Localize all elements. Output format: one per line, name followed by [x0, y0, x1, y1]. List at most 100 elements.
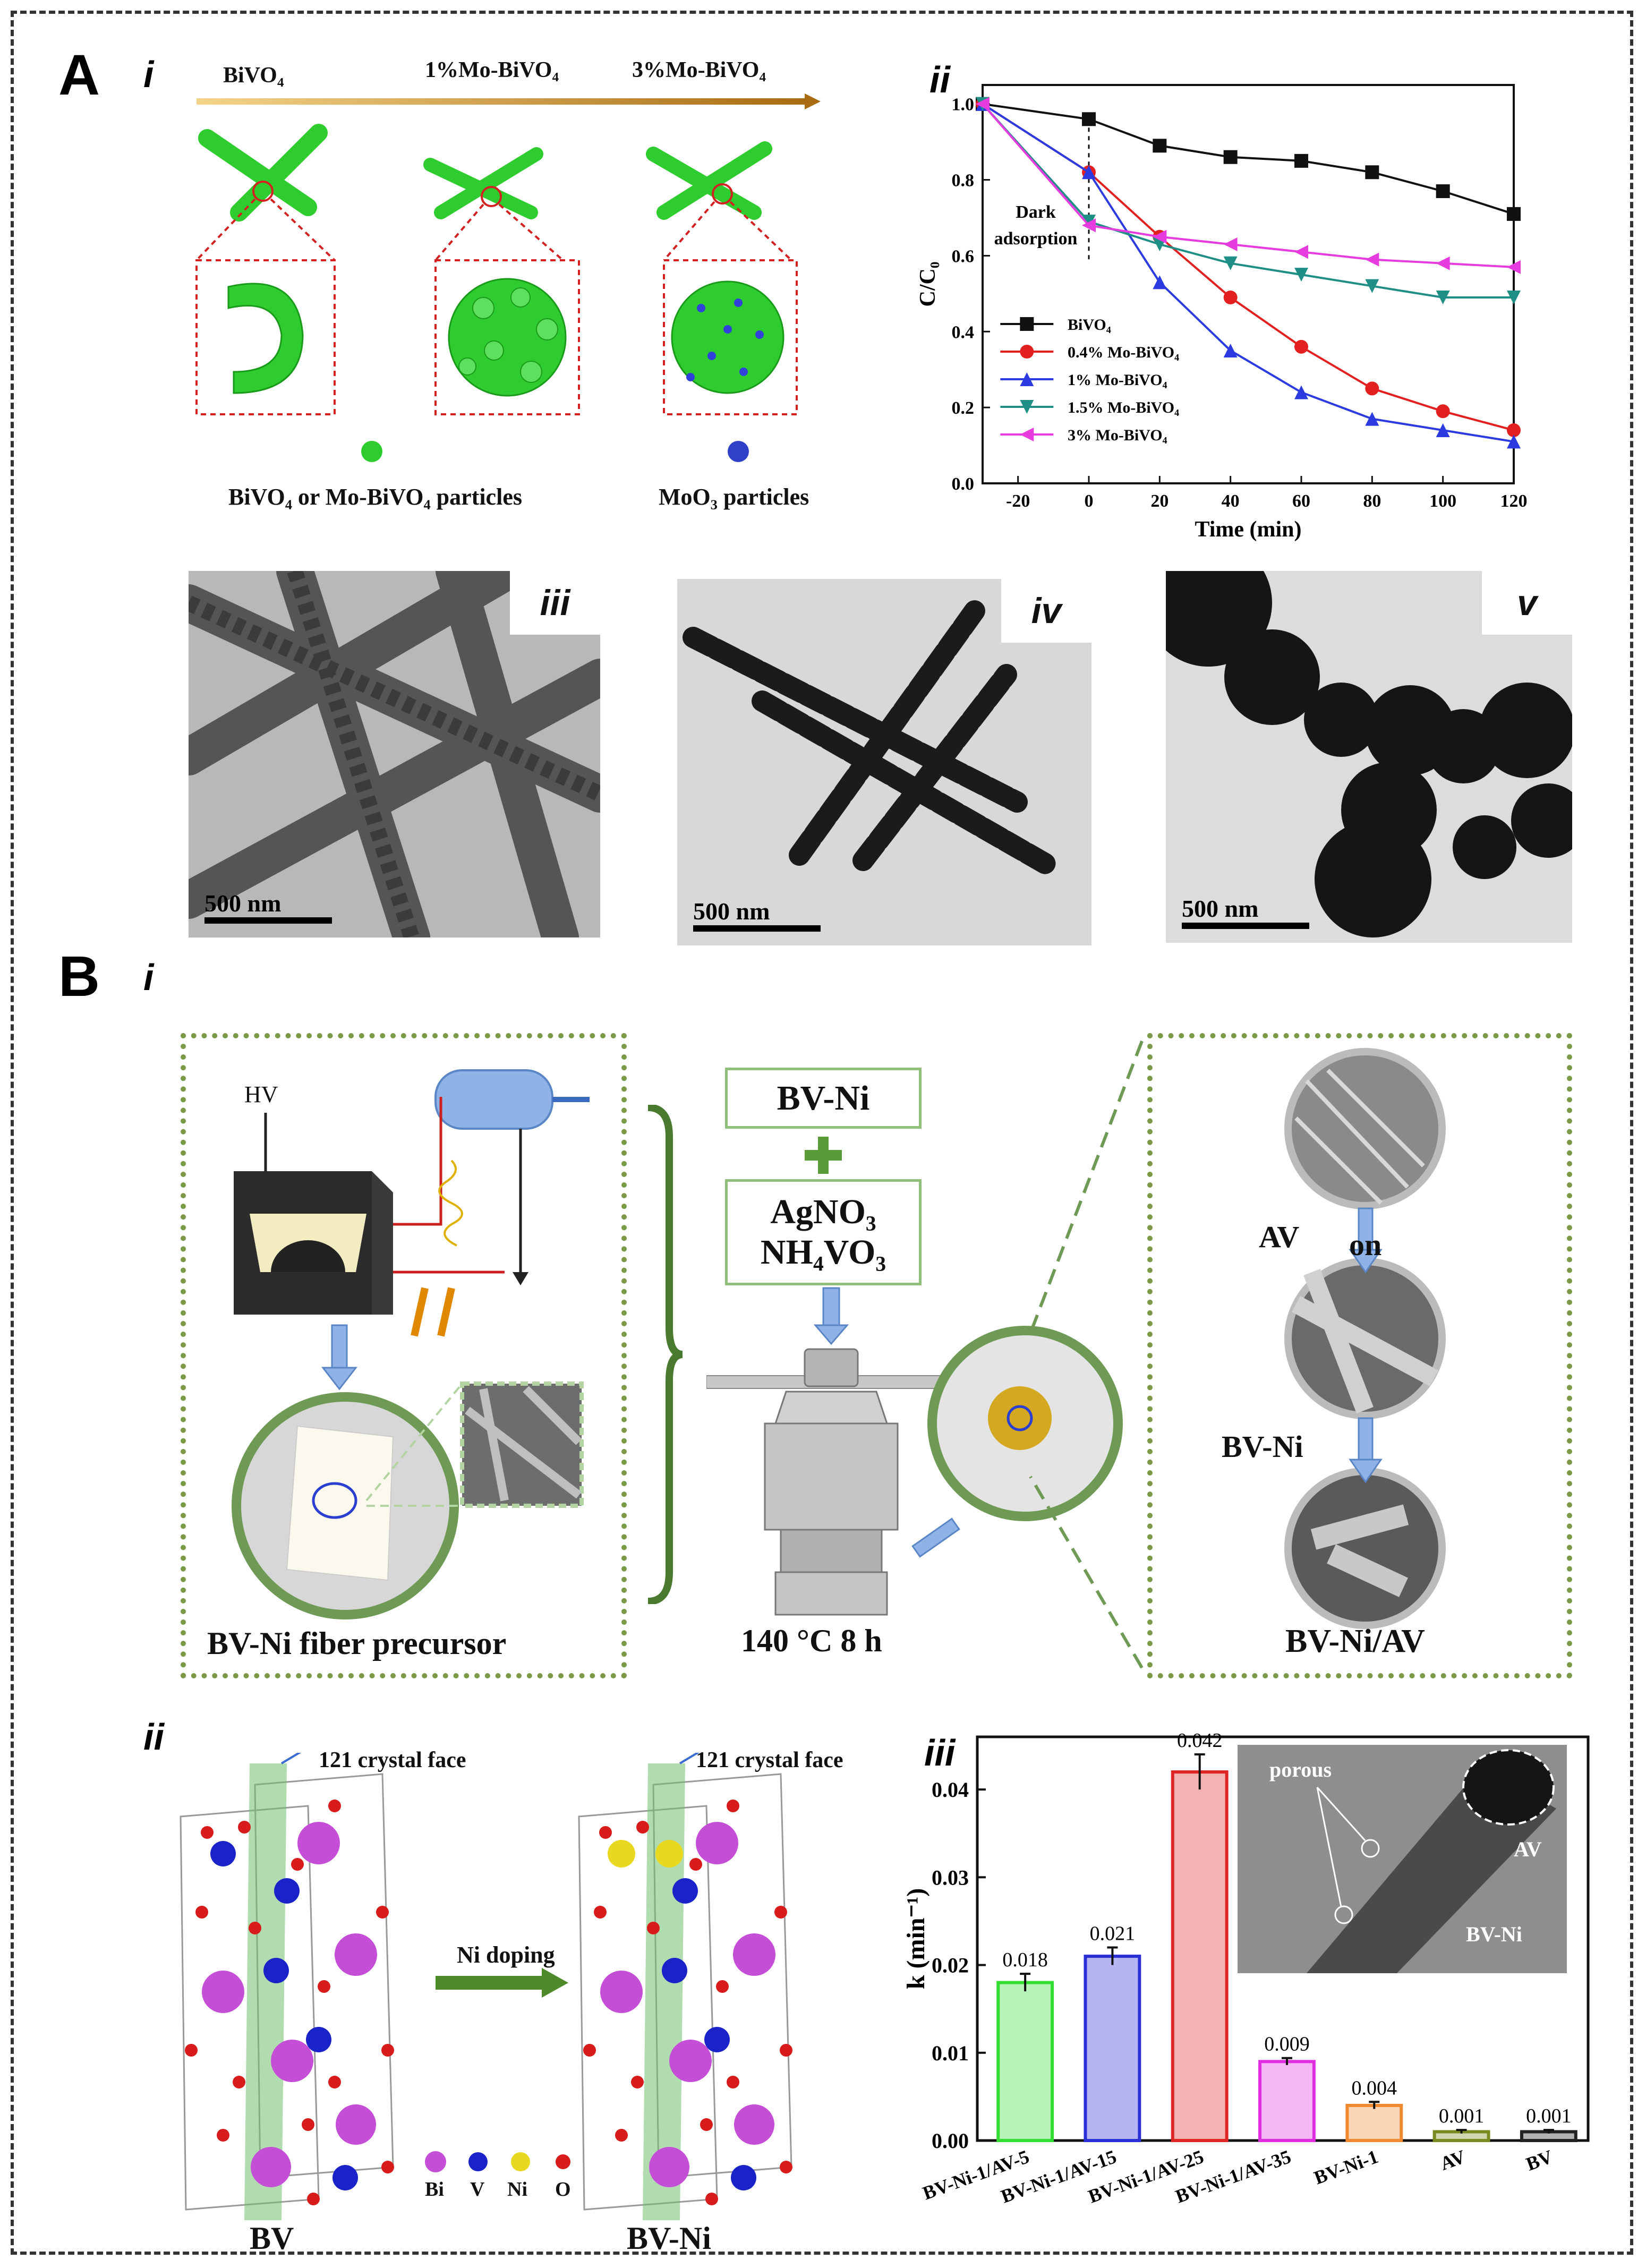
bv-ni-box-text: BV-Ni: [777, 1078, 870, 1118]
data-point: [1294, 268, 1308, 282]
data-point: [1082, 165, 1096, 180]
value-label: 0.009: [1264, 2033, 1310, 2056]
legend-entry: BiVO₄: [1068, 316, 1111, 334]
series-2: 1% Mo-BiVO₄: [976, 97, 1521, 449]
reagent-agno3: AgNO₃: [770, 1192, 876, 1231]
bv-ni-right-label: BV-Ni: [1222, 1429, 1303, 1464]
inset-av-core: [1462, 1749, 1555, 1826]
series-line: [982, 103, 1514, 299]
ni-doping-label: Ni doping: [457, 1942, 555, 1968]
bv-atoms: [185, 1800, 394, 2205]
y-tick-label: 0.00: [932, 2129, 969, 2153]
tem-iii-label: iii: [510, 571, 600, 635]
value-label: 0.018: [1002, 1949, 1048, 1971]
scale-bar-iv: 500 nm: [693, 897, 821, 932]
legend-ni: Ni: [507, 2178, 527, 2201]
fiber-cross-1: [198, 124, 328, 221]
bracket: [647, 1105, 683, 1604]
bar-chart: 0.000.010.020.030.04k (min⁻¹)0.018BV-Ni-…: [902, 1729, 1590, 2207]
bv-ni-atoms: [583, 1800, 792, 2205]
data-point: [1365, 165, 1379, 180]
tem-image-iii: iii 500 nm: [189, 571, 600, 937]
crystal-structures: [180, 1753, 792, 2220]
y-tick-label: 0.01: [932, 2041, 969, 2065]
arrow-label-1mo: 1%Mo-BiVO₄: [425, 58, 559, 82]
data-point: [1507, 207, 1521, 221]
legend-blue-sphere: [728, 441, 749, 462]
face-label-right: 121 crystal face: [696, 1748, 843, 1772]
y-tick-label: 0.02: [932, 1954, 969, 1977]
y-axis-label: C/C₀: [916, 262, 940, 307]
bv-ni-box: BV-Ni: [725, 1068, 922, 1129]
value-label: 0.001: [1439, 2105, 1485, 2127]
x-tick-label: 0: [1085, 491, 1094, 511]
data-point: [1507, 423, 1521, 437]
arrow-label-3mo: 3%Mo-BiVO₄: [632, 58, 766, 82]
x-tick-label: 40: [1222, 491, 1240, 511]
data-point: [1365, 381, 1379, 396]
series-1: 0.4% Mo-BiVO₄: [976, 97, 1521, 437]
series-4: 3% Mo-BiVO₄: [976, 97, 1521, 444]
data-point: [1223, 237, 1238, 251]
data-point: [1223, 150, 1238, 164]
reagent-nh4vo3: NH₄VO₃: [760, 1233, 886, 1272]
data-point: [976, 97, 990, 111]
data-point: [1294, 245, 1308, 259]
legend-bivo4-label: BiVO₄ or Mo-BiVO₄ particles: [228, 484, 522, 510]
series-line: [982, 103, 1514, 431]
value-label: 0.001: [1526, 2105, 1572, 2127]
bar: [996, 1981, 1054, 2142]
x-tick-label: BV: [1523, 2146, 1556, 2175]
legend-marker: [1020, 372, 1034, 386]
panel-b-iii-label: iii: [924, 1732, 956, 1774]
tem-image-v: v 500 nm: [1166, 571, 1572, 943]
panel-b-ii-label: ii: [143, 1716, 164, 1758]
legend-marker: [1020, 400, 1034, 414]
data-point: [1082, 215, 1096, 229]
data-point: [1294, 339, 1308, 354]
data-point: [1507, 291, 1521, 304]
legend-moo3-label: MoO₃ particles: [659, 484, 809, 510]
inset-porous-label: porous: [1269, 1758, 1332, 1781]
inset-pointer-2: [1316, 1787, 1342, 1907]
legend-o: O: [555, 2178, 571, 2201]
arrow-label-bivo4: BiVO₄: [223, 63, 284, 88]
data-point: [1436, 184, 1450, 198]
y-tick-label: 0.8: [952, 171, 975, 191]
value-label: 0.004: [1352, 2077, 1397, 2099]
series-0: BiVO₄: [976, 97, 1521, 334]
legend-entry: 1% Mo-BiVO₄: [1068, 371, 1167, 389]
precursor-label: BV-Ni fiber precursor: [207, 1626, 507, 1661]
data-point: [1153, 275, 1167, 289]
product-box: AV on BV-Ni BV-Ni/AV: [1147, 1033, 1572, 1678]
panel-a-ii-label: ii: [929, 59, 950, 100]
legend-v: V: [470, 2178, 485, 2201]
bar: [1258, 2060, 1316, 2142]
y-tick-label: 0.04: [932, 1778, 969, 1802]
data-point: [1436, 423, 1450, 437]
data-point: [1436, 404, 1450, 419]
scale-text-iii: 500 nm: [204, 890, 282, 917]
data-point: [1365, 412, 1379, 426]
y-tick-label: 0.4: [952, 322, 975, 342]
plus-icon: [805, 1137, 842, 1174]
reagents-box: AgNO₃ NH₄VO₃: [725, 1179, 922, 1285]
bar: [1084, 1955, 1141, 2142]
hv-label: HV: [244, 1081, 278, 1107]
legend-marker: [1020, 317, 1034, 331]
zoom-lines: [1029, 1040, 1144, 1669]
tem-v-label: v: [1482, 571, 1572, 635]
legend-green-sphere: [361, 441, 382, 462]
annotation-adsorption: adsorption: [994, 229, 1078, 249]
x-tick-label: 80: [1363, 491, 1381, 511]
condition-label: 140 °C 8 h: [741, 1623, 882, 1658]
value-label: 0.021: [1090, 1923, 1136, 1945]
y-tick-label: 0.0: [952, 474, 975, 494]
plot-area: [982, 84, 1515, 484]
bv-caption: BV: [250, 2221, 294, 2256]
data-point: [1223, 344, 1238, 357]
data-point: [1153, 139, 1167, 153]
x-tick-label: AV: [1437, 2146, 1468, 2175]
legend-marker: [1020, 428, 1034, 441]
